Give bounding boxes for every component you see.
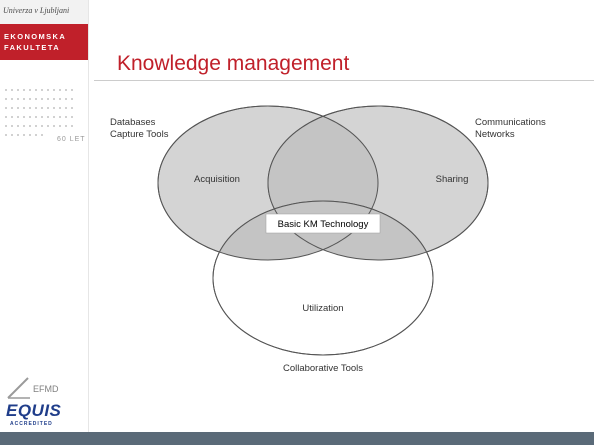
decorative-dot [35,116,37,118]
university-strip: Univerza v Ljubljani [0,0,88,24]
decorative-dot [35,107,37,109]
faculty-line-1: EKONOMSKA [4,32,67,41]
center-label-box [265,213,381,234]
decorative-dot [11,116,13,118]
decorative-dot [71,125,73,127]
decorative-dot [47,125,49,127]
decorative-dot [41,89,43,91]
decorative-dot [29,116,31,118]
decorative-dot [41,134,43,136]
decorative-dot [47,116,49,118]
slide-title: Knowledge management [117,52,350,75]
decorative-dot [11,134,13,136]
decorative-dot [35,134,37,136]
anniversary-label: 60 LET [57,136,86,143]
decorative-dot [53,125,55,127]
decorative-dot [23,89,25,91]
decorative-dot [59,125,61,127]
university-name: Univerza v Ljubljani [3,6,70,15]
decorative-dot [41,107,43,109]
faculty-line-2: FAKULTETA [4,43,61,52]
acquisition-outer-label-2: Capture Tools [110,129,169,140]
decorative-dot [71,107,73,109]
title-divider [94,80,594,81]
decorative-dot [5,116,7,118]
decorative-dot [47,107,49,109]
decorative-dot [5,98,7,100]
decorative-dot [53,89,55,91]
decorative-dot [29,89,31,91]
decorative-dot [23,116,25,118]
decorative-dot [17,125,19,127]
decorative-dot [17,134,19,136]
sharing-outer-label-1: Communications [475,117,546,128]
sidebar: Univerza v Ljubljani EKONOMSKA FAKULTETA… [0,0,89,432]
decorative-dot [11,98,13,100]
decorative-dot [41,125,43,127]
acquisition-utilization-overlap [213,201,378,260]
faculty-logo: EKONOMSKA FAKULTETA [0,24,88,60]
sharing-outer-label-2: Networks [475,129,515,140]
decorative-dot [59,116,61,118]
decorative-dot [65,107,67,109]
decorative-dot [29,134,31,136]
decorative-dot [5,89,7,91]
decorative-dot [23,107,25,109]
decorative-dot [11,89,13,91]
utilization-label: Utilization [302,303,343,314]
utilization-outer-label: Collaborative Tools [283,363,363,374]
decorative-dot [23,98,25,100]
sharing-label: Sharing [436,174,469,185]
decorative-dot [17,89,19,91]
decorative-dot [17,107,19,109]
decorative-dot [59,89,61,91]
acquisition-outer-label-1: Databases [110,117,156,128]
decorative-dot [65,89,67,91]
decorative-dot [35,98,37,100]
decorative-dot [29,98,31,100]
decorative-dot [29,125,31,127]
decorative-dot [11,125,13,127]
decorative-dot [17,98,19,100]
dot-pattern [4,88,84,148]
decorative-dot [29,107,31,109]
acquisition-label: Acquisition [194,174,240,185]
decorative-dot [17,116,19,118]
decorative-dot [35,125,37,127]
center-label: Basic KM Technology [278,219,369,230]
decorative-dot [5,125,7,127]
decorative-dot [71,98,73,100]
efmd-label: EFMD [33,384,59,394]
sharing-utilization-overlap [268,201,433,260]
decorative-dot [41,98,43,100]
decorative-dot [53,107,55,109]
decorative-dot [47,98,49,100]
equis-logo: EQUIS [6,401,62,420]
decorative-dot [59,107,61,109]
decorative-dot [41,116,43,118]
decorative-dot [71,116,73,118]
decorative-dot [23,134,25,136]
decorative-dot [71,89,73,91]
decorative-dot [65,125,67,127]
decorative-dot [35,89,37,91]
decorative-dot [59,98,61,100]
bottom-bar [0,432,594,445]
decorative-dot [65,116,67,118]
efmd-logo-mark [7,377,30,399]
decorative-dot [65,98,67,100]
decorative-dot [53,116,55,118]
decorative-dot [47,89,49,91]
decorative-dot [5,107,7,109]
decorative-dot [5,134,7,136]
decorative-dot [11,107,13,109]
accredited-label: ACCREDITED [10,421,53,427]
decorative-dot [23,125,25,127]
venn-diagram: Basic KM Technology Acquisition Sharing … [110,105,546,374]
decorative-dot [53,98,55,100]
